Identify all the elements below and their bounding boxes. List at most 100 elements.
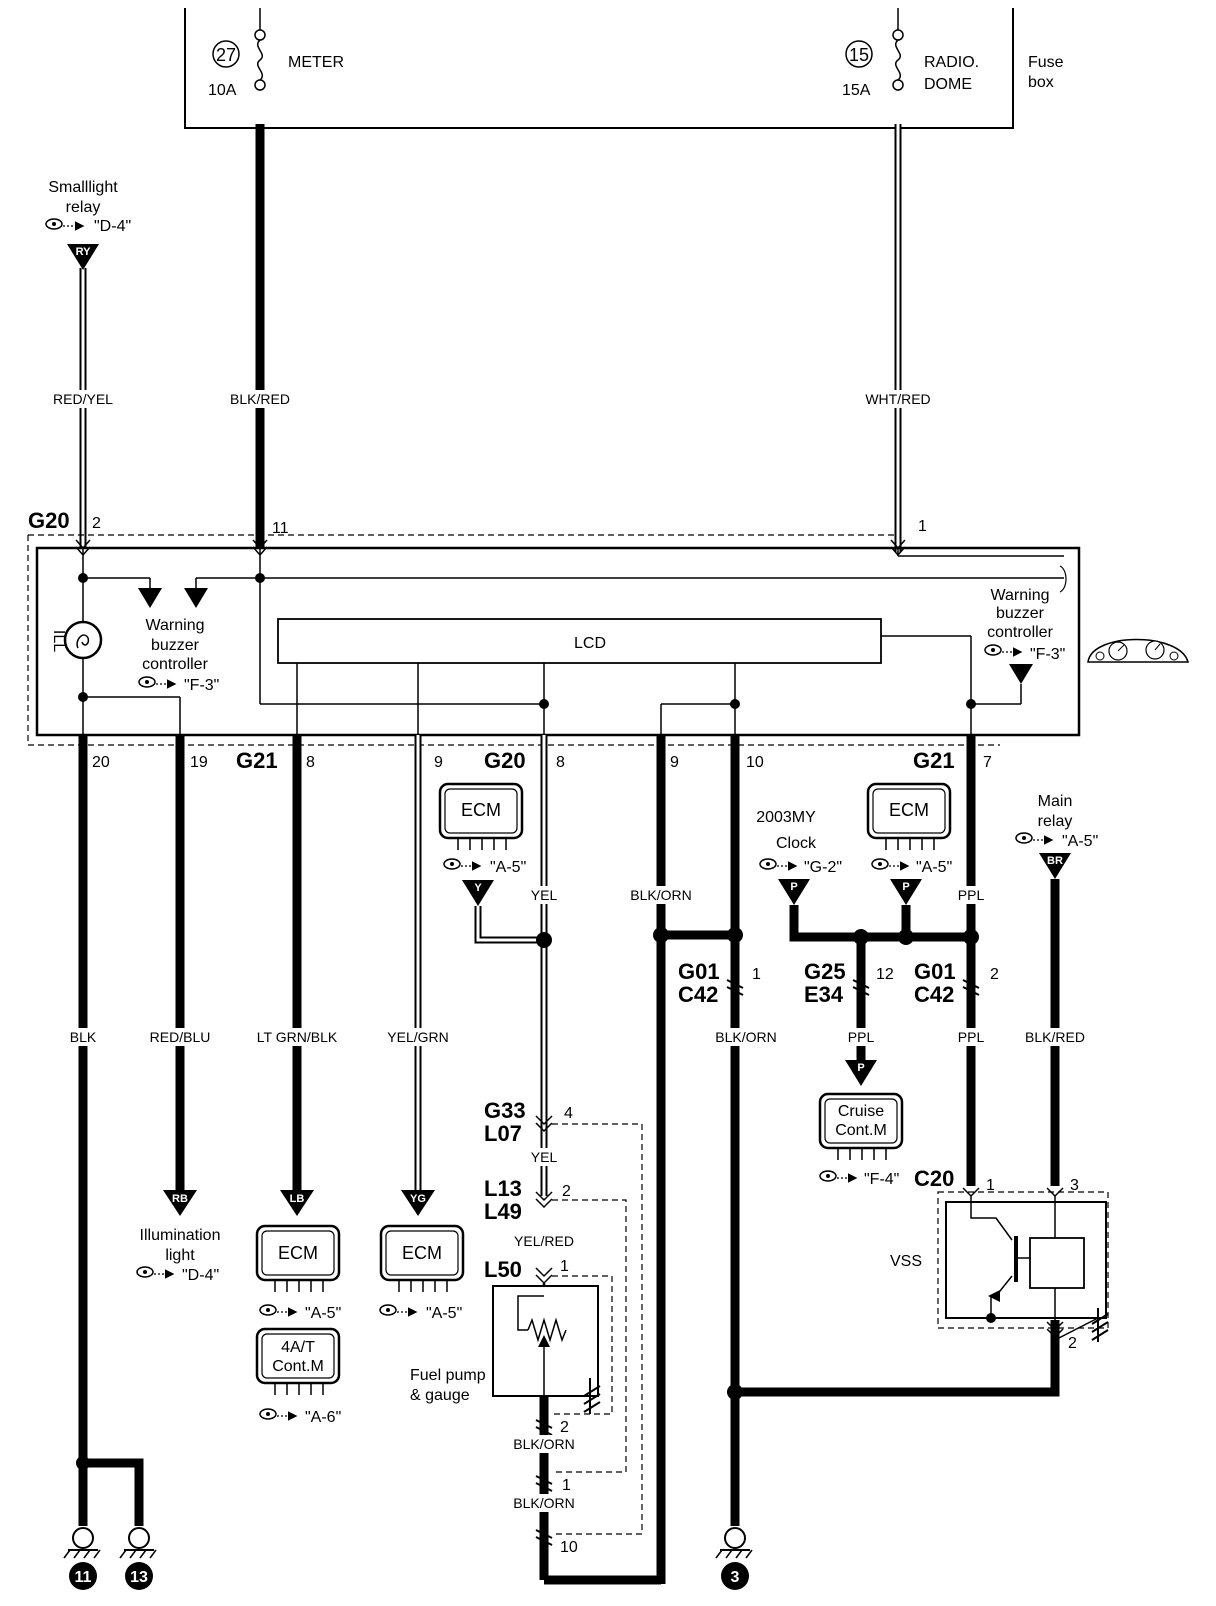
eye-icon <box>871 858 910 871</box>
main-relay: Main relay "A-5" BR <box>1015 793 1098 879</box>
resistor-icon <box>527 1317 567 1343</box>
connector-g33-l07: G33 L07 4 <box>484 1098 643 1535</box>
fuse-27: 27 10A METER <box>208 8 344 99</box>
vehicle-speed-sensor: C20 1 3 2 VSS <box>890 1166 1109 1352</box>
svg-text:YEL/RED: YEL/RED <box>514 1233 574 1249</box>
ground-hatch-icon <box>1091 1308 1109 1342</box>
svg-text:G21: G21 <box>236 748 278 773</box>
svg-text:controller: controller <box>987 624 1053 641</box>
eye-icon <box>379 1304 418 1317</box>
svg-text:"D-4": "D-4" <box>94 218 131 235</box>
svg-text:1: 1 <box>918 518 927 535</box>
connector-g01-c42-left: G01 C42 1 <box>678 959 761 1007</box>
svg-text:G33: G33 <box>484 1098 526 1123</box>
svg-text:Cruise: Cruise <box>838 1103 884 1120</box>
instrument-cluster-icon <box>1087 638 1189 663</box>
svg-text:VSS: VSS <box>890 1253 922 1270</box>
svg-text:PPL: PPL <box>958 887 985 903</box>
svg-text:relay: relay <box>1038 813 1073 830</box>
fuse-box: Fuse box <box>184 8 1064 129</box>
wire-blk-orn-10: BLK/ORN <box>712 735 1060 1526</box>
svg-text:BLK/RED: BLK/RED <box>1025 1029 1085 1045</box>
svg-text:Main: Main <box>1038 793 1073 810</box>
svg-text:buzzer: buzzer <box>996 605 1045 622</box>
svg-text:Illumination: Illumination <box>140 1227 221 1244</box>
svg-text:relay: relay <box>66 199 101 216</box>
svg-text:YEL: YEL <box>531 887 558 903</box>
svg-text:RB: RB <box>172 1193 188 1205</box>
fuse-amps: 10A <box>208 82 237 99</box>
svg-text:LT GRN/BLK: LT GRN/BLK <box>257 1029 338 1045</box>
fuse-name: METER <box>288 54 344 71</box>
svg-text:1: 1 <box>560 1258 569 1275</box>
lcd-display <box>277 618 882 664</box>
svg-text:YEL/GRN: YEL/GRN <box>387 1029 448 1045</box>
svg-text:2: 2 <box>560 1419 569 1436</box>
svg-text:RED/YEL: RED/YEL <box>53 391 113 407</box>
combination-meter: ILL Warning buzzer controller "F-3" LCD … <box>35 546 1081 737</box>
svg-text:G01: G01 <box>678 959 720 984</box>
svg-text:BLK/RED: BLK/RED <box>230 391 290 407</box>
buzzer-triangle-icon <box>1009 664 1033 684</box>
connector-g01-c42-right: G01 C42 2 <box>914 959 999 1007</box>
eye-icon <box>443 858 482 871</box>
svg-text:L07: L07 <box>484 1121 522 1146</box>
wire-yel-grn: YEL/GRN YG <box>387 735 449 1216</box>
svg-text:19: 19 <box>190 754 208 771</box>
eye-icon <box>259 1408 298 1421</box>
svg-text:L50: L50 <box>484 1257 522 1282</box>
wire-blk-orn-9: BLK/ORN <box>630 735 743 1584</box>
svg-text:Cont.M: Cont.M <box>272 1358 324 1375</box>
svg-text:C42: C42 <box>678 982 718 1007</box>
wire-red-blu: RED/BLU RB <box>146 735 214 1216</box>
svg-text:P: P <box>902 881 909 893</box>
svg-text:DOME: DOME <box>924 76 972 93</box>
connector-g20-g21-bottom: 20 19 G21 8 9 G20 8 9 10 G21 7 <box>38 744 1000 773</box>
svg-text:10: 10 <box>746 754 764 771</box>
illumination-light: Illumination light "D-4" <box>136 1227 221 1284</box>
eye-icon <box>45 218 85 231</box>
ground-3: 3 <box>715 1527 753 1590</box>
fuse-box-label: Fuse <box>1028 54 1064 71</box>
svg-text:2: 2 <box>92 515 101 532</box>
ground-hatch-icon <box>583 1378 601 1414</box>
svg-text:Warning: Warning <box>991 587 1050 604</box>
svg-text:PPL: PPL <box>848 1029 875 1045</box>
svg-text:"F-3": "F-3" <box>1030 646 1065 663</box>
svg-text:ECM: ECM <box>402 1243 442 1263</box>
ill-label: ILL <box>50 630 67 652</box>
fuel-pump-gauge: L50 1 Fuel pump & gauge <box>410 1257 613 1415</box>
ecm-p: ECM "A-5" P <box>866 782 952 905</box>
svg-text:15A: 15A <box>842 82 871 99</box>
svg-text:ECM: ECM <box>278 1243 318 1263</box>
smalllight-relay: Smalllight relay "D-4" RY <box>45 179 131 270</box>
svg-text:G25: G25 <box>804 959 846 984</box>
cruise-control-module: Cruise Cont.M "F-4" <box>818 1092 904 1188</box>
wire-ppl: PPL PPL PPL P <box>789 735 989 1186</box>
svg-text:G01: G01 <box>914 959 956 984</box>
svg-text:11: 11 <box>272 520 289 537</box>
svg-text:12: 12 <box>876 966 894 983</box>
svg-text:10: 10 <box>560 1539 578 1556</box>
svg-text:20: 20 <box>92 754 110 771</box>
svg-text:"A-5": "A-5" <box>916 859 952 876</box>
svg-text:RADIO.: RADIO. <box>924 54 979 71</box>
svg-text:3: 3 <box>1070 1177 1079 1194</box>
svg-text:9: 9 <box>670 754 679 771</box>
svg-text:P: P <box>857 1062 864 1074</box>
svg-text:Clock: Clock <box>776 835 817 852</box>
svg-text:"A-6": "A-6" <box>305 1409 341 1426</box>
svg-text:BLK/ORN: BLK/ORN <box>513 1495 574 1511</box>
svg-text:2: 2 <box>990 966 999 983</box>
eye-icon <box>819 1170 858 1183</box>
svg-text:G21: G21 <box>913 748 955 773</box>
wire-wht-red: WHT/RED <box>860 124 936 552</box>
svg-text:P: P <box>790 881 797 893</box>
svg-text:Y: Y <box>474 882 482 894</box>
svg-text:BLK/ORN: BLK/ORN <box>630 887 691 903</box>
svg-text:"A-5": "A-5" <box>426 1305 462 1322</box>
svg-text:15: 15 <box>849 45 869 65</box>
wire-yel: YEL YEL YEL/RED <box>514 735 576 1250</box>
svg-text:BR: BR <box>1047 855 1063 867</box>
ecm-yg: ECM "A-5" <box>379 1224 465 1322</box>
